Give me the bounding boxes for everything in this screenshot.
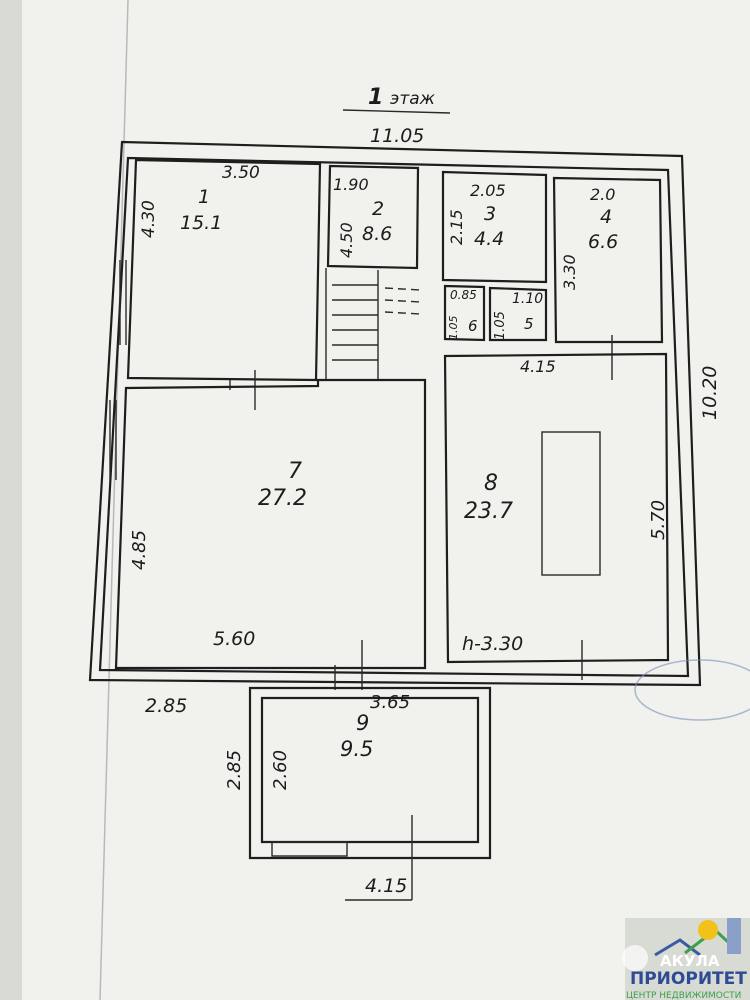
dimension-label: 8.6 bbox=[362, 223, 392, 245]
dimension-label: ЦЕНТР НЕДВИЖИМОСТИ bbox=[626, 991, 741, 1000]
dimension-label: 4.30 bbox=[139, 200, 159, 238]
kitchen-island bbox=[541, 431, 601, 576]
dimension-label: 4.50 bbox=[337, 222, 356, 258]
dimension-label: 3.50 bbox=[222, 163, 260, 183]
dimension-label: 1.10 bbox=[512, 291, 543, 307]
stamp bbox=[634, 659, 750, 721]
dimension-label: 5.60 bbox=[213, 628, 255, 650]
dimension-label: 6 bbox=[468, 317, 478, 335]
dimension-label: 5.70 bbox=[648, 500, 669, 540]
dimension-label: 2 bbox=[372, 198, 384, 220]
margin-line bbox=[99, 0, 129, 1000]
dimension-label: 4 bbox=[600, 206, 612, 228]
dimension-label: 0.85 bbox=[450, 288, 477, 302]
dimension-label: 1.05 bbox=[447, 316, 460, 341]
shark-icon bbox=[622, 945, 648, 971]
room-9: 2.85 3.65 9 9.5 2.60 2.85 4.15 bbox=[145, 686, 492, 901]
dimension-label: 8 bbox=[484, 471, 498, 496]
dimension-label: 1.05 bbox=[493, 311, 508, 340]
dimension-label: 4.15 bbox=[520, 357, 556, 376]
dimension-label: 4.4 bbox=[474, 228, 504, 250]
inner-wall bbox=[98, 156, 690, 678]
dimension-label: 3 bbox=[484, 203, 496, 225]
dimension-label: 7 bbox=[288, 459, 302, 484]
dimension-label: 23.7 bbox=[464, 499, 513, 524]
dimension-label: 2.60 bbox=[270, 750, 291, 790]
floor-number: 1 bbox=[368, 85, 383, 110]
dimension-label: 2.05 bbox=[470, 181, 506, 200]
dimension-label: ПРИОРИТЕТ bbox=[630, 969, 747, 989]
dimension-label: АКУЛА bbox=[660, 952, 720, 970]
room-1: 3.50 1 15.1 4.30 bbox=[119, 158, 322, 410]
room-7: 7 27.2 4.85 5.60 bbox=[109, 378, 427, 690]
dimension-label: 3.65 bbox=[370, 692, 410, 713]
floor-title: этаж bbox=[390, 89, 436, 109]
overall-depth-label: 10.20 bbox=[699, 366, 721, 420]
room-2: 1.90 2 8.6 4.50 bbox=[326, 164, 420, 270]
dimension-label: 1 bbox=[198, 186, 210, 208]
room-6: 0.85 6 1.05 bbox=[443, 284, 486, 342]
paper-sheet bbox=[22, 0, 750, 1000]
dimension-label: 2.85 bbox=[145, 695, 187, 717]
room-8: 4.15 8 23.7 5.70 h-3.30 bbox=[443, 352, 670, 680]
room-4: 2.0 4 6.6 3.30 bbox=[552, 176, 664, 380]
dimension-label: 9 bbox=[356, 711, 369, 735]
dimension-label: 4.15 bbox=[365, 875, 407, 897]
room-5: 1.10 5 1.05 bbox=[488, 286, 548, 342]
dimension-label: 2.85 bbox=[224, 750, 245, 790]
watermark-logo: АКУЛА ПРИОРИТЕТ ЦЕНТР НЕДВИЖИМОСТИ bbox=[622, 918, 750, 1000]
dimension-label: 5 bbox=[524, 315, 534, 333]
dimension-label: 4.85 bbox=[129, 530, 150, 570]
dimension-label: 15.1 bbox=[180, 212, 222, 234]
dimension-label: 2.0 bbox=[590, 185, 615, 204]
dimension-label: 1.90 bbox=[333, 175, 369, 194]
dimension-label: 27.2 bbox=[258, 486, 307, 511]
overall-width-label: 11.05 bbox=[370, 125, 424, 147]
dimension-label: 6.6 bbox=[588, 231, 618, 253]
dimension-label: 9.5 bbox=[340, 737, 373, 761]
title-underline bbox=[342, 109, 451, 114]
outer-wall bbox=[88, 140, 702, 687]
dimension-label: 3.30 bbox=[560, 254, 579, 290]
room-3: 2.05 3 4.4 2.15 bbox=[441, 170, 548, 284]
dimension-label: 2.15 bbox=[447, 209, 466, 245]
dimension-label: h-3.30 bbox=[462, 633, 523, 655]
